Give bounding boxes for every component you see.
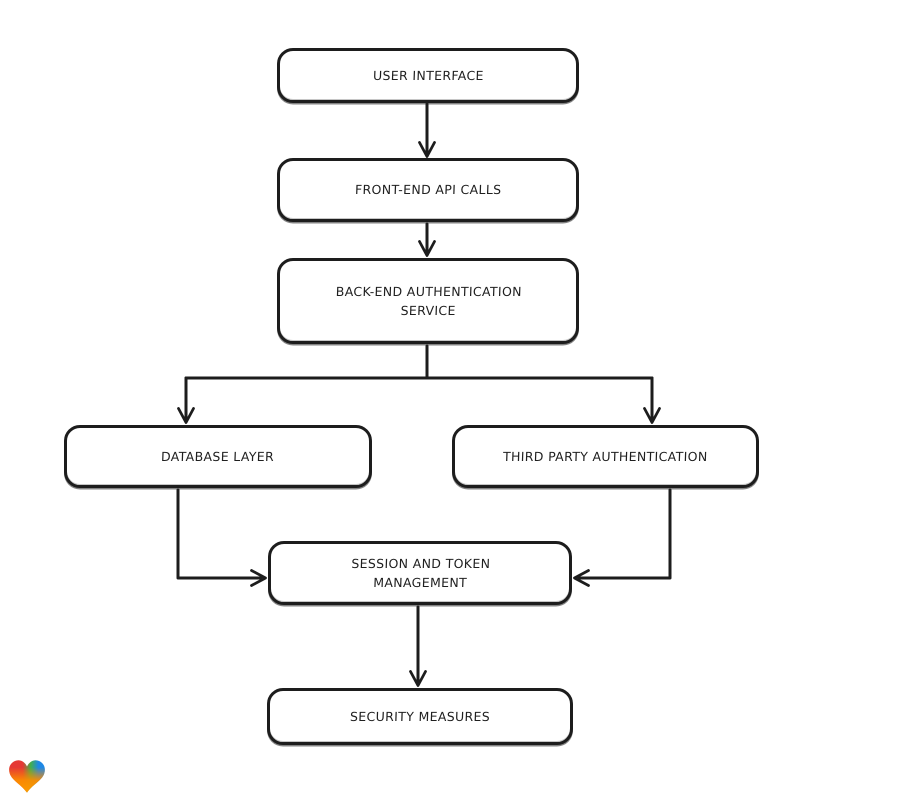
edge-frontend-api-to-backend-auth	[418, 222, 436, 257]
node-front-end-api-calls[interactable]: FRONT-END API CALLS	[277, 158, 579, 222]
edge-branch-to-database	[177, 376, 195, 424]
node-third-party-authentication[interactable]: THIRD PARTY AUTHENTICATION	[452, 425, 759, 488]
node-label: THIRD PARTY AUTHENTICATION	[502, 448, 709, 464]
node-label: USER INTERFACE	[372, 67, 484, 83]
node-label: BACK-END AUTHENTICATION SERVICE	[335, 283, 522, 318]
node-label: SESSION AND TOKEN MANAGEMENT	[350, 555, 491, 590]
edge-branch-to-third-party	[643, 376, 661, 424]
node-label: SECURITY MEASURES	[349, 708, 491, 724]
edge-session-to-security	[409, 605, 427, 687]
node-label: DATABASE LAYER	[161, 448, 275, 464]
edge-backend-auth-branch	[184, 344, 654, 380]
node-user-interface[interactable]: USER INTERFACE	[277, 48, 579, 103]
node-back-end-authentication-service[interactable]: BACK-END AUTHENTICATION SERVICE	[277, 258, 579, 344]
gradient-heart-icon	[8, 759, 46, 795]
node-security-measures[interactable]: SECURITY MEASURES	[267, 688, 573, 745]
node-label: FRONT-END API CALLS	[354, 182, 502, 198]
edge-database-to-session	[176, 488, 267, 587]
node-database-layer[interactable]: DATABASE LAYER	[64, 425, 372, 488]
node-session-and-token-management[interactable]: SESSION AND TOKEN MANAGEMENT	[268, 541, 572, 605]
edge-user-interface-to-frontend-api	[418, 102, 436, 158]
edge-third-party-to-session	[573, 488, 672, 587]
